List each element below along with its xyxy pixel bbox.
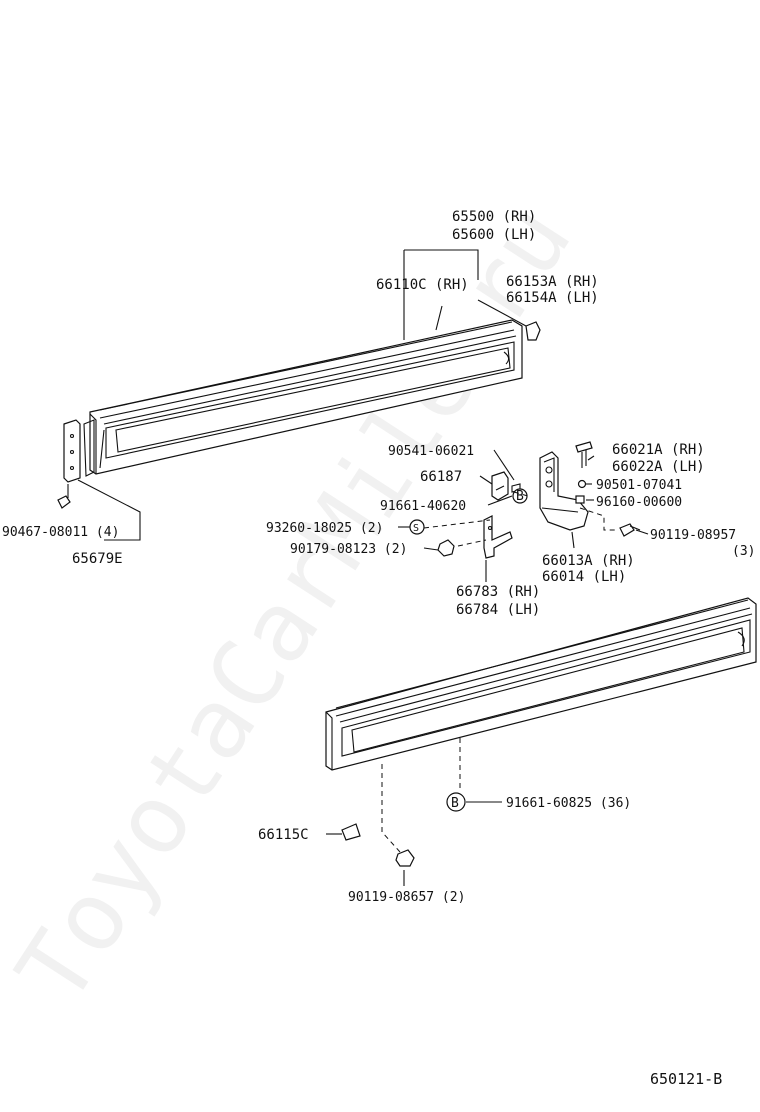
label-90541: 90541-06021 — [388, 444, 474, 459]
label-66110c: 66110C (RH) — [376, 277, 469, 293]
label-90467: 90467-08011 (4) — [2, 525, 119, 540]
label-66153a: 66153A (RH) — [506, 274, 599, 290]
hinge-cluster — [409, 441, 641, 559]
bolt-90119-08657-icon — [395, 849, 415, 867]
label-66021a: 66021A (RH) — [612, 442, 705, 458]
lower-side-rail — [325, 597, 757, 771]
label-96160: 96160-00600 — [596, 495, 682, 510]
label-65600: 65600 (LH) — [452, 227, 536, 243]
label-66013a: 66013A (RH) — [542, 553, 635, 569]
marker-s-washer: S — [413, 523, 419, 534]
label-90179: 90179-08123 (2) — [290, 542, 407, 557]
label-66187: 66187 — [420, 469, 462, 485]
label-66784: 66784 (LH) — [456, 602, 540, 618]
label-90501: 90501-07041 — [596, 478, 682, 493]
label-66115c: 66115C — [258, 827, 309, 843]
label-90119-08657: 90119-08657 (2) — [348, 890, 465, 905]
dashed-guides — [381, 491, 618, 853]
label-93260: 93260-18025 (2) — [266, 521, 383, 536]
label-90119-08957: 90119-08957 — [650, 528, 736, 543]
label-90119-08957-qty: (3) — [732, 544, 755, 559]
label-66783: 66783 (RH) — [456, 584, 540, 600]
label-65500: 65500 (RH) — [452, 209, 536, 225]
marker-b-small: B — [516, 489, 524, 504]
label-66154a: 66154A (LH) — [506, 290, 599, 306]
marker-b-large-text: B — [451, 796, 459, 811]
label-65679e: 65679E — [72, 551, 123, 567]
bolt-90467-icon — [57, 495, 71, 509]
leader-lines — [67, 249, 649, 886]
label-91661-60825: 91661-60825 (36) — [506, 796, 631, 811]
label-91661-40620: 91661-40620 — [380, 499, 466, 514]
diagram-code: 650121-B — [650, 1070, 722, 1088]
clip-66115c-icon — [341, 823, 361, 841]
marker-b-large: B — [446, 792, 466, 812]
upper-side-rail — [63, 319, 541, 483]
label-66022a: 66022A (LH) — [612, 459, 705, 475]
label-66014: 66014 (LH) — [542, 569, 626, 585]
